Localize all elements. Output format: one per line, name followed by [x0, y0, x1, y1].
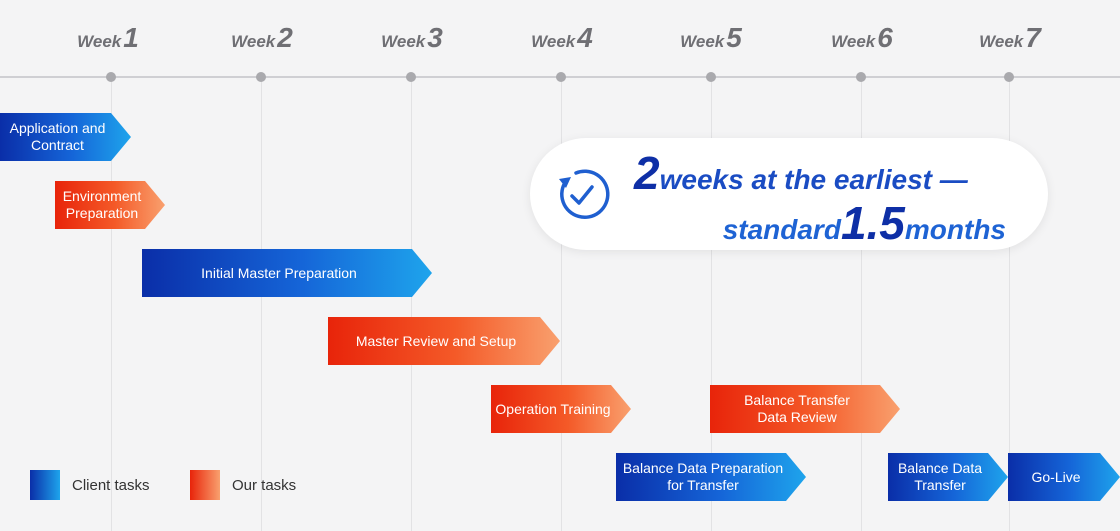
task-environment-preparation: Environment Preparation	[55, 181, 165, 229]
week-label: Week3	[381, 22, 443, 53]
legend-label-ours: Our tasks	[232, 476, 297, 494]
standard-duration: standard1.5months	[722, 197, 1006, 249]
week-marker	[706, 72, 716, 82]
task-balance-data-transfer: Balance Data Transfer	[888, 453, 1008, 501]
week-label: Week1	[77, 22, 139, 53]
legend-swatch-ours	[190, 470, 220, 500]
clock-icon	[559, 169, 610, 219]
task-go-live: Go-Live	[1008, 453, 1120, 501]
week-gridline	[111, 78, 112, 531]
legend-client: Client tasks	[30, 470, 150, 500]
duration-callout: 2weeks at the earliest — standard1.5mont…	[530, 138, 1048, 250]
legend-label-client: Client tasks	[72, 476, 150, 494]
week-marker	[856, 72, 866, 82]
legend-ours: Our tasks	[190, 470, 296, 500]
task-balance-data-preparation: Balance Data Preparation for Transfer	[616, 453, 806, 501]
week-gridline	[861, 78, 862, 531]
task-operation-training: Operation Training	[491, 385, 631, 433]
earliest-duration: 2weeks at the earliest —	[634, 147, 968, 199]
task-master-review-and-setup: Master Review and Setup	[328, 317, 560, 365]
week-label: Week5	[680, 22, 742, 53]
week-gridline	[561, 78, 562, 531]
week-gridline	[1009, 78, 1010, 531]
task-balance-transfer-data-review: Balance Transfer Data Review	[710, 385, 900, 433]
week-label: Week6	[831, 22, 893, 53]
week-label: Week7	[979, 22, 1041, 53]
week-gridline	[711, 78, 712, 531]
week-label: Week2	[231, 22, 293, 53]
week-gridline	[261, 78, 262, 531]
week-gridline	[411, 78, 412, 531]
week-marker	[256, 72, 266, 82]
week-marker	[106, 72, 116, 82]
task-application-and-contract: Application and Contract	[0, 113, 131, 161]
legend-swatch-client	[30, 470, 60, 500]
week-label: Week4	[531, 22, 593, 53]
task-initial-master-preparation: Initial Master Preparation	[142, 249, 432, 297]
week-marker	[406, 72, 416, 82]
week-marker	[1004, 72, 1014, 82]
week-marker	[556, 72, 566, 82]
